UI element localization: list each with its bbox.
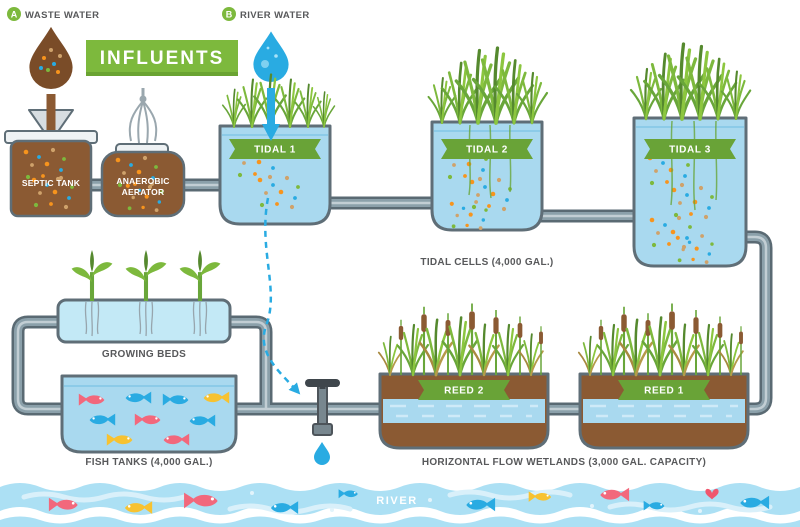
waste-water-label: WASTE WATER xyxy=(25,10,99,21)
legend-a-badge xyxy=(7,7,21,21)
valve xyxy=(305,379,340,465)
growing-beds-tray xyxy=(56,298,232,344)
waste-droplet-icon xyxy=(29,26,73,89)
valve-handle xyxy=(305,379,340,387)
legend-waste-water: A WASTE WATER xyxy=(7,7,99,21)
tidal-1-grass-icons xyxy=(221,73,336,129)
wetlands-caption: HORIZONTAL FLOW WETLANDS (3,000 GAL. CAP… xyxy=(422,457,706,468)
legend-river-water: B RIVER WATER xyxy=(222,7,310,21)
reed-1-label: REED 1 xyxy=(644,386,684,397)
reed-2-ribbon: REED 2 xyxy=(418,380,510,400)
cattail-icon xyxy=(620,305,628,377)
tidal-cell-2: TIDAL 2 xyxy=(427,46,549,232)
recirculation-dashed-line xyxy=(262,197,301,395)
influents-banner-label: INFLUENTS xyxy=(100,48,225,69)
tidal-2-grass-icons xyxy=(427,46,549,125)
tidal-cell-3: TIDAL 3 xyxy=(629,42,752,268)
seedling-icon xyxy=(180,250,221,301)
tidal-2-roots xyxy=(468,124,512,199)
river-bubbles xyxy=(250,491,702,513)
tidal-3-ribbon: TIDAL 3 xyxy=(644,139,736,159)
river-bottom-wave xyxy=(0,516,800,527)
growing-beds-roots xyxy=(84,301,208,337)
growing-beds: GROWING BEDS xyxy=(56,250,232,360)
reed-1-plants xyxy=(577,302,744,377)
tidal-2-ribbon: TIDAL 2 xyxy=(441,139,533,159)
septic-tank: SEPTIC TANK xyxy=(4,130,98,218)
septic-tank-label: SEPTIC TANK xyxy=(22,178,81,188)
sprinkler-icon xyxy=(128,88,158,144)
tidal-cell-1: TIDAL 1 xyxy=(218,73,336,226)
septic-body xyxy=(9,139,93,218)
fish-tank: FISH TANKS (4,000 GAL.) xyxy=(60,374,238,468)
growing-beds-caption: GROWING BEDS xyxy=(102,349,186,360)
anaerobic-aerator: ANAEROBIC AERATOR xyxy=(100,143,186,218)
cattail-icon xyxy=(492,309,500,376)
tidal-3-grass-icons xyxy=(629,42,752,121)
reed-cell-2: REED 2 xyxy=(377,302,550,450)
anaerobic-body xyxy=(100,150,186,218)
river-label: RIVER xyxy=(376,495,418,507)
reed-2-plants xyxy=(377,302,544,377)
cattail-icon xyxy=(420,305,428,377)
tidal-2-label: TIDAL 2 xyxy=(466,145,508,156)
tidal-1-label: TIDAL 1 xyxy=(254,145,296,156)
river-flow-arrow xyxy=(262,88,280,141)
influents-banner: INFLUENTS xyxy=(86,40,238,76)
tidal-cells-caption: TIDAL CELLS (4,000 GAL.) xyxy=(420,257,553,268)
pipes xyxy=(11,178,773,416)
river-highlight-stripes xyxy=(21,489,773,515)
reed-cell-1: REED 1 xyxy=(577,302,750,450)
anaerobic-label-line1: ANAEROBIC xyxy=(116,176,169,186)
tidal-3-roots xyxy=(670,120,718,211)
seedling-icon xyxy=(126,250,167,301)
legend-b-badge xyxy=(222,7,236,21)
river-band: RIVER xyxy=(0,483,800,527)
tidal-3-label: TIDAL 3 xyxy=(669,145,711,156)
valve-outlet xyxy=(312,423,333,436)
pipe-highlight xyxy=(16,183,768,411)
river-water-shape xyxy=(0,483,800,515)
valve-stem xyxy=(317,385,328,427)
cattail-icon xyxy=(468,302,476,377)
cattail-icon xyxy=(668,302,676,377)
seedling-icon xyxy=(72,250,113,301)
legend-b-badge-letter: B xyxy=(226,9,233,19)
fish-tanks-caption: FISH TANKS (4,000 GAL.) xyxy=(85,457,212,468)
reed-1-ribbon: REED 1 xyxy=(618,380,710,400)
river-water-label: RIVER WATER xyxy=(240,10,310,21)
reed-2-label: REED 2 xyxy=(444,386,484,397)
legend-a-badge-letter: A xyxy=(11,9,18,19)
cattail-icon xyxy=(692,309,700,376)
tidal-1-ribbon: TIDAL 1 xyxy=(229,139,321,159)
river-droplet-icon xyxy=(253,31,289,82)
water-drop-icon xyxy=(314,442,330,465)
anaerobic-label-line2: AERATOR xyxy=(122,187,165,197)
fish-tank-shape xyxy=(60,374,238,454)
